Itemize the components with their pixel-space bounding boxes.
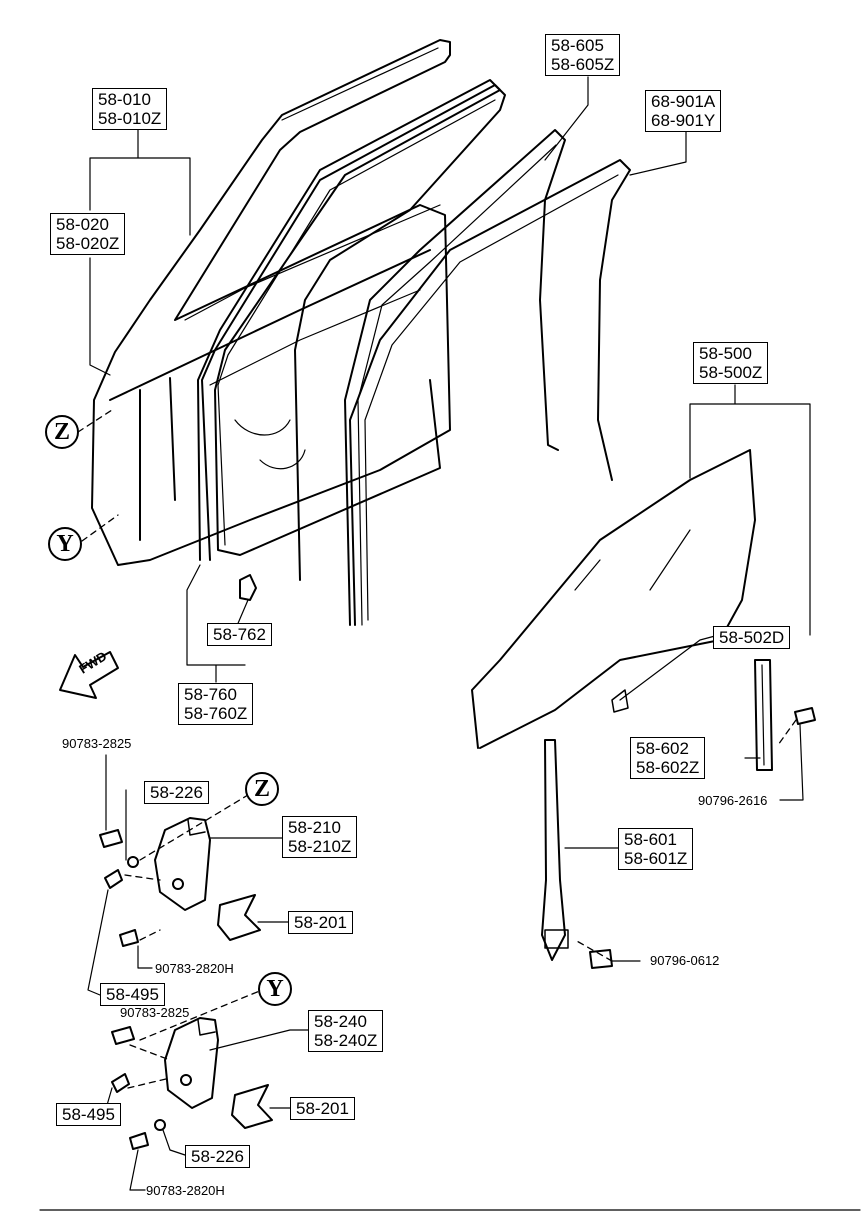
callout-door-shell-alt: 58-020 58-020Z <box>50 213 126 255</box>
callout-washer-upper: 58-226 <box>144 781 209 804</box>
callout-door-seal: 58-760 58-760Z <box>178 683 254 725</box>
callout-rear-channel-line-2: 58-601Z <box>624 849 688 868</box>
channel-58-602 <box>754 659 773 771</box>
callout-door-shell-alt-line-1: 58-020 <box>56 215 109 234</box>
clip-58-762 <box>239 574 257 601</box>
callout-glass-clip: 58-502D <box>713 626 791 649</box>
view-marker-z-hinge: Z <box>245 772 279 806</box>
callout-door-shell-line-2: 58-010Z <box>98 109 162 128</box>
callout-glass-clip-line: 58-502D <box>719 628 785 647</box>
callout-hinge-shim-upper-line: 58-201 <box>294 913 347 932</box>
callout-lower-hinge-line-1: 58-240 <box>314 1012 367 1031</box>
callout-front-channel: 58-602 58-602Z <box>630 737 706 779</box>
callout-weatherstrip-outer: 68-901A 68-901Y <box>645 90 722 132</box>
callout-rear-channel: 58-601 58-601Z <box>618 828 694 870</box>
lower-hinge <box>111 1017 273 1150</box>
callout-weatherstrip-outer-line-2: 68-901Y <box>651 111 716 130</box>
callout-lower-hinge: 58-240 58-240Z <box>308 1010 384 1052</box>
callout-front-channel-line-2: 58-602Z <box>636 758 700 777</box>
callout-washer-lower-line: 58-226 <box>191 1147 244 1166</box>
callout-door-shell-line-1: 58-010 <box>98 90 151 109</box>
weatherstrip-68-901 <box>349 159 631 626</box>
callout-glass-assembly-line-2: 58-500Z <box>699 363 763 382</box>
screw-90796-0612 <box>589 949 613 969</box>
label-bolt-b-lower: 90783-2820H <box>146 1183 225 1198</box>
callout-rear-channel-line-1: 58-601 <box>624 830 677 849</box>
upper-hinge <box>99 817 261 947</box>
callout-bolt-lower-line: 58-495 <box>62 1105 115 1124</box>
callout-clip: 58-762 <box>207 623 272 646</box>
callout-bolt-upper-line: 58-495 <box>106 985 159 1004</box>
label-screw-front-channel: 90796-2616 <box>698 793 768 808</box>
view-marker-y-hinge: Y <box>258 972 292 1006</box>
callout-lower-hinge-line-2: 58-240Z <box>314 1031 378 1050</box>
callout-clip-line: 58-762 <box>213 625 266 644</box>
callout-hinge-shim-lower-line: 58-201 <box>296 1099 349 1118</box>
callout-door-shell-alt-line-2: 58-020Z <box>56 234 120 253</box>
callout-glass-assembly: 58-500 58-500Z <box>693 342 769 384</box>
door-shell <box>91 39 451 566</box>
label-bolt-a-upper: 90783-2825 <box>62 736 132 751</box>
label-bolt-b-upper: 90783-2820H <box>155 961 234 976</box>
door-inner-frame <box>197 79 501 561</box>
channel-58-601 <box>541 739 569 961</box>
callout-upper-hinge: 58-210 58-210Z <box>282 816 358 858</box>
callout-upper-hinge-line-2: 58-210Z <box>288 837 352 856</box>
callout-hinge-shim-lower: 58-201 <box>290 1097 355 1120</box>
callout-weatherstrip-inner-line-2: 58-605Z <box>551 55 615 74</box>
callout-washer-lower: 58-226 <box>185 1145 250 1168</box>
weatherstrip-58-760 <box>201 84 506 581</box>
callout-front-channel-line-1: 58-602 <box>636 739 689 758</box>
callout-washer-upper-line: 58-226 <box>150 783 203 802</box>
label-screw-rear-channel: 90796-0612 <box>650 953 720 968</box>
fwd-arrow <box>59 651 119 699</box>
callout-bolt-lower: 58-495 <box>56 1103 121 1126</box>
callout-bolt-upper: 58-495 <box>100 983 165 1006</box>
callout-hinge-shim-upper: 58-201 <box>288 911 353 934</box>
view-marker-y-door: Y <box>48 527 82 561</box>
callout-door-seal-line-1: 58-760 <box>184 685 237 704</box>
screw-90796-2616 <box>794 707 816 725</box>
callout-weatherstrip-inner-line-1: 58-605 <box>551 36 604 55</box>
window-glass <box>471 449 756 749</box>
weatherstrip-58-605 <box>344 129 566 626</box>
label-bolt-a-lower: 90783-2825 <box>120 1005 190 1020</box>
callout-weatherstrip-outer-line-1: 68-901A <box>651 92 716 111</box>
view-marker-z-door: Z <box>45 415 79 449</box>
callout-door-seal-line-2: 58-760Z <box>184 704 248 723</box>
callout-glass-assembly-line-1: 58-500 <box>699 344 752 363</box>
callout-upper-hinge-line-1: 58-210 <box>288 818 341 837</box>
callout-weatherstrip-inner: 58-605 58-605Z <box>545 34 621 76</box>
callout-door-shell: 58-010 58-010Z <box>92 88 168 130</box>
